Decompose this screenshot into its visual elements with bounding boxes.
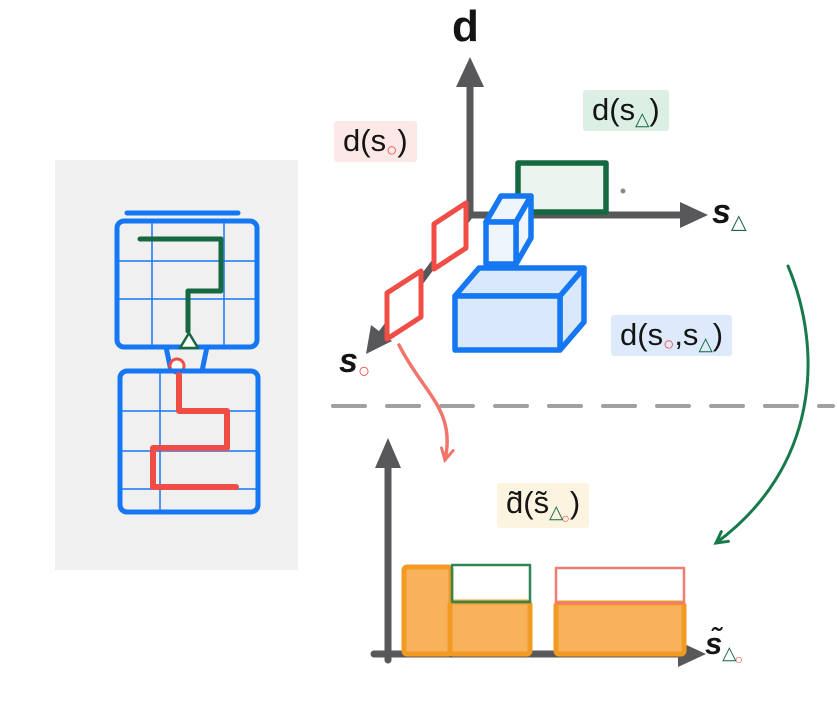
label-text: ) [397, 123, 408, 158]
circle-marker-glyph: ○ [386, 138, 398, 160]
s-tilde-axis-label: s̃△○ [705, 626, 743, 667]
d-axis-arrowhead [456, 57, 484, 87]
label-text: ) [569, 485, 581, 520]
d-tilde-axis-arrowhead [375, 438, 401, 468]
blue-joint-box-small [483, 193, 534, 267]
circle-marker-glyph: ○ [561, 510, 570, 527]
box-front-face [452, 293, 563, 353]
triangle-marker-glyph: △ [635, 107, 650, 129]
maze-green-trajectory [137, 236, 224, 334]
bar-right-wide [553, 600, 687, 657]
s-triangle-axis-label: s△ [712, 193, 747, 235]
maze-red-trajectory [150, 372, 239, 490]
bar-left-tall [401, 564, 454, 657]
circle-marker-glyph: ○ [663, 332, 675, 354]
chart2d-bars [401, 563, 687, 657]
green-mapping-arrow [713, 264, 810, 545]
label-d-of-s-circle: d(s○) [334, 121, 417, 163]
label-text: d(s [620, 317, 664, 352]
green-marginal-rect [515, 160, 609, 215]
label-d-of-s-triangle: d(s△) [583, 90, 669, 132]
label-text: ) [649, 92, 660, 127]
s-triangle-axis-arrowhead [680, 202, 708, 228]
blue-joint-box-large [452, 265, 587, 353]
label-text: d(s [592, 92, 636, 127]
red-mapping-arrow [397, 343, 455, 464]
label-text: ,s [674, 317, 699, 352]
label-text: s̃ [705, 626, 723, 661]
triangle-marker-glyph: △ [698, 332, 713, 354]
s-circle-axis-arrowhead [366, 325, 392, 354]
green-target-outline-rect [450, 563, 532, 604]
circle-marker-glyph: ○ [734, 651, 743, 668]
plot3d-distributions [384, 160, 626, 353]
label-text: d(s [343, 123, 387, 158]
circle-marker-glyph: ○ [357, 360, 371, 383]
label-text: ) [712, 317, 724, 352]
triangle-agent-marker [178, 331, 200, 350]
label-d-joint: d(s○,s△) [611, 315, 733, 357]
red-marginal-slab [384, 268, 424, 342]
label-d-tilde-abstract: d̃(s̃△○) [497, 483, 590, 529]
maze-illustration [114, 210, 261, 515]
triangle-marker-glyph: △ [730, 211, 747, 234]
maze-bottom-room [117, 368, 261, 515]
d-axis-label: d [452, 2, 479, 51]
label-text: s [712, 193, 731, 231]
bar-left-short [447, 599, 533, 657]
triangle-marker-glyph: △ [722, 641, 737, 663]
label-text: s [339, 342, 358, 380]
box-front-face [483, 219, 519, 267]
red-marginal-slab [431, 200, 469, 272]
maze-corridor-wall [199, 344, 210, 374]
triangle-marker-glyph: △ [549, 500, 564, 522]
label-text: d̃(s̃ [506, 485, 550, 520]
s-circle-axis-label: s○ [339, 342, 370, 384]
red-target-outline-rect [554, 566, 686, 605]
stray-dot [620, 188, 626, 194]
